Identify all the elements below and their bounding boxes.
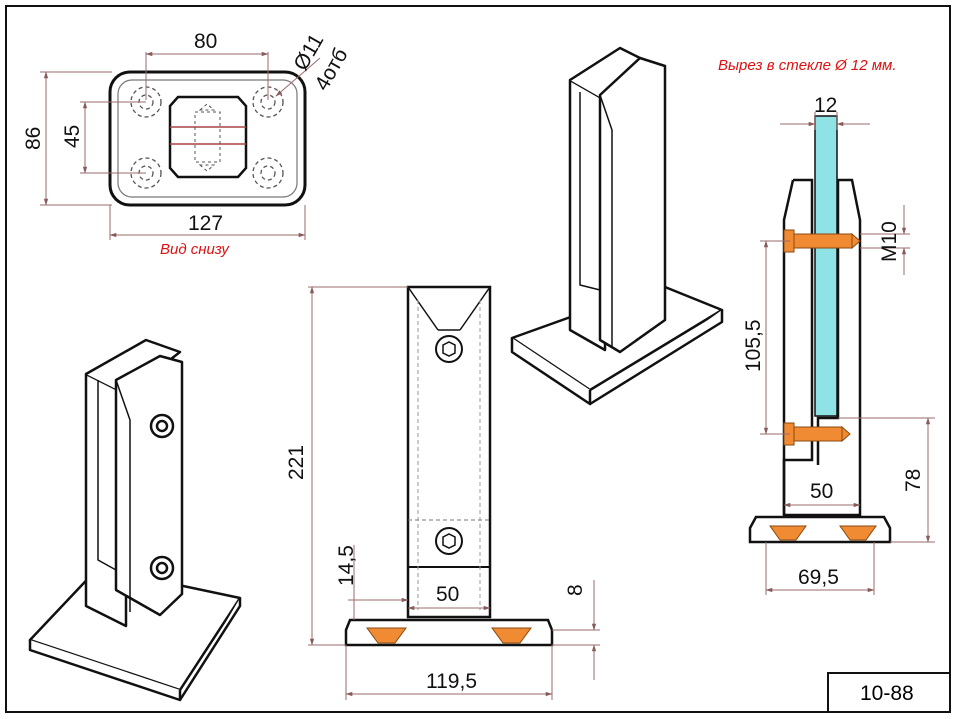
glass-cutout-note: Вырез в стекле Ø 12 мм.: [718, 57, 897, 74]
isometric-view-right: [510, 46, 724, 406]
dim-height: 86: [22, 127, 45, 150]
isometric-view-left: [28, 338, 242, 702]
dim-bolt-spacing: 105,5: [742, 319, 765, 372]
side-post-body: [782, 178, 862, 517]
base-plate-outline: [108, 70, 307, 207]
glass-panel: [814, 115, 838, 417]
dim-plate-thickness: 8: [564, 584, 587, 596]
drawing-border: [5, 5, 951, 713]
title-block: 10-88: [827, 672, 951, 713]
dim-post-width: 50: [436, 583, 459, 606]
iso2-post-back: [568, 78, 607, 352]
dim-width: 127: [188, 212, 223, 235]
base-plate-inner: [117, 79, 298, 198]
front-anchor-left: [366, 627, 407, 644]
dim-hole-spacing-x: 80: [194, 30, 217, 53]
bottom-view: 80 Ø11 4отб 86 45 127 Вид снизу: [22, 30, 353, 258]
dim-glass-thickness: 12: [814, 94, 837, 117]
drawing-code: 10-88: [860, 682, 914, 705]
dim-bolt: M10: [878, 221, 901, 262]
front-view: 221 14,5 50 8 119,5: [285, 285, 600, 700]
front-anchor-right: [491, 627, 532, 644]
mounting-holes: [130, 86, 284, 189]
iso-post-front: [114, 354, 184, 617]
dim-total-height: 221: [285, 445, 308, 480]
front-bolt-top: [435, 335, 463, 363]
bottom-view-caption: Вид снизу: [160, 241, 230, 258]
dim-base-depth: 69,5: [798, 566, 839, 589]
side-anchor-left: [769, 525, 807, 541]
iso-bolt-top: [149, 413, 175, 439]
dim-hole-spacing-y: 45: [61, 125, 84, 148]
iso2-post-front: [598, 56, 667, 354]
dim-lower-height: 78: [902, 469, 925, 492]
dim-base-height: 14,5: [335, 545, 358, 586]
side-anchor-right: [839, 525, 877, 541]
dim-post-depth: 50: [810, 480, 833, 503]
side-section-view: Вырез в стекле Ø 12 мм.: [718, 57, 935, 595]
iso-bolt-bottom: [149, 555, 175, 581]
dim-base-width: 119,5: [426, 670, 477, 693]
front-bolt-bottom: [435, 527, 463, 555]
